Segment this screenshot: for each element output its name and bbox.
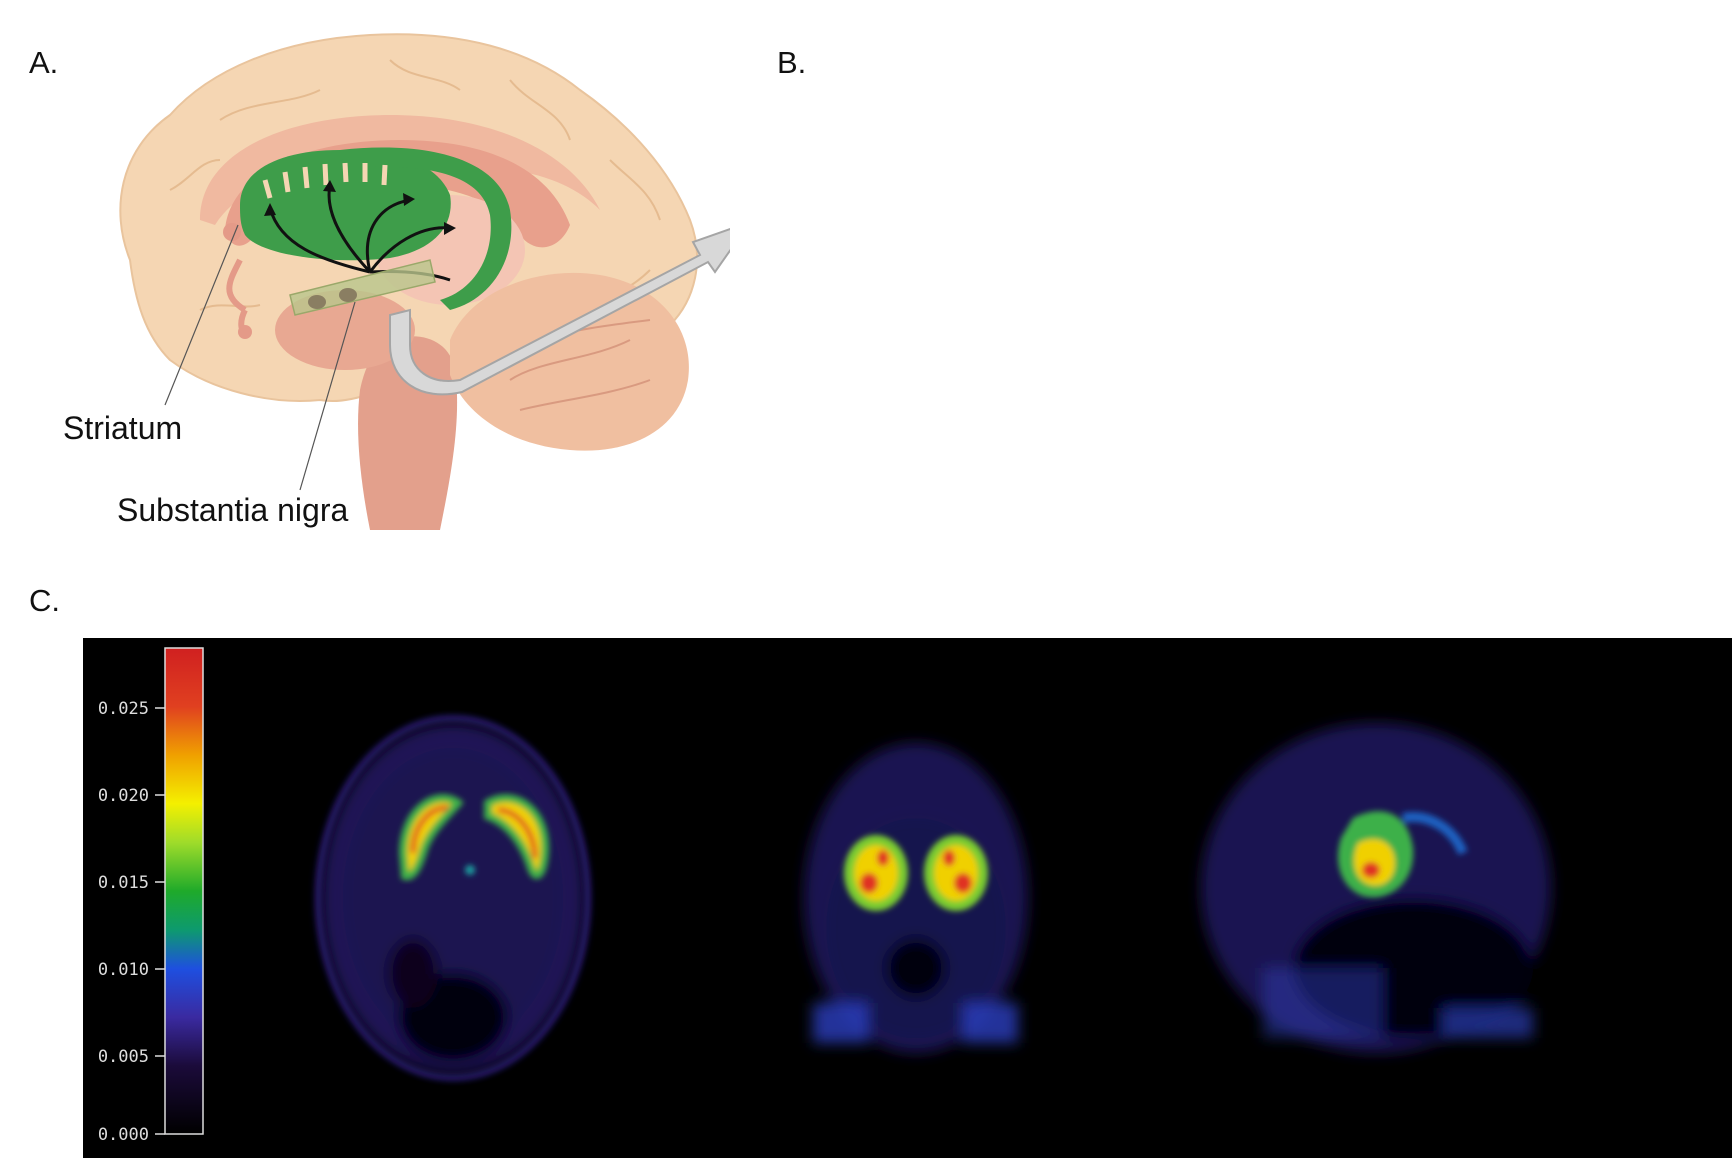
substantia-nigra-annotation: Substantia nigra	[117, 492, 349, 528]
striatum-leader-line	[164, 224, 239, 406]
pet-axial-striatum-right	[484, 794, 550, 880]
panel-b-label: B.	[777, 45, 807, 80]
pathway-arrowheads	[264, 180, 456, 235]
slice-z-label: z = - 15	[1559, 435, 1698, 475]
colorbar-gradient	[164, 647, 204, 1135]
pet-images: 0.025 0.020 0.015 0.010 0.005 0.000	[98, 647, 1551, 1145]
arrow-to-panel-b	[389, 227, 730, 396]
substantia-nigra-slab	[289, 259, 436, 316]
pituitary	[238, 325, 252, 339]
colorbar-tick: 0.025	[98, 699, 149, 719]
colorbar-tick: 0.015	[98, 873, 149, 893]
colorbar: 0.025 0.020 0.015 0.010 0.005 0.000	[98, 647, 204, 1145]
striatum-annotation: Striatum	[63, 410, 183, 446]
cingulate-band	[200, 115, 600, 225]
pet-axial-striatum-left	[398, 794, 464, 881]
substantia-nigra-leader-line	[299, 301, 356, 491]
striatum-striations	[262, 162, 388, 199]
pet-coronal-view	[804, 743, 1028, 1053]
sagittal-brain-illustration	[119, 33, 730, 530]
colorbar-tick: 0.000	[98, 1125, 149, 1145]
substantia-nigra-dot	[339, 288, 357, 302]
pet-panel: 0.025 0.020 0.015 0.010 0.005 0.000	[83, 638, 1732, 1158]
panel-a-label: A.	[29, 45, 59, 80]
colorbar-tick: 0.010	[98, 960, 149, 980]
pet-sagittal-view	[1201, 723, 1551, 1053]
panel-c-label: C.	[29, 583, 60, 618]
mri-axial-slice: z = - 15	[902, 17, 1728, 495]
striatum-shape	[240, 150, 451, 261]
cerebellum	[450, 272, 689, 451]
colorbar-tick: 0.005	[98, 1047, 149, 1067]
striatum-tail	[340, 147, 512, 310]
colorbar-tick: 0.020	[98, 786, 149, 806]
substantia-nigra-dot	[308, 295, 326, 309]
pet-axial-view	[315, 715, 591, 1081]
